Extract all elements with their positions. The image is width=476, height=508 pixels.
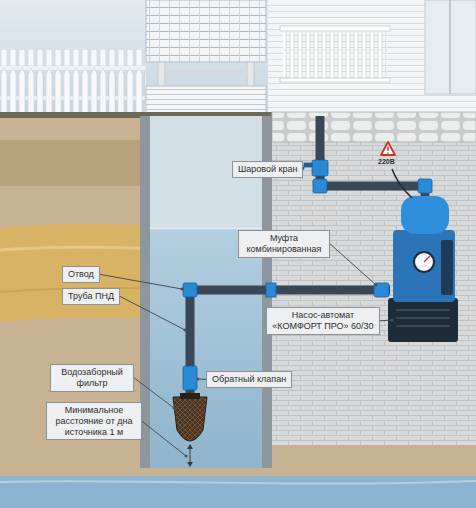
leader-dot bbox=[173, 407, 176, 410]
groundwater bbox=[0, 476, 476, 508]
callout-box: Водозаборный фильтр bbox=[50, 364, 134, 392]
callout-text: Муфта комбинированная bbox=[244, 233, 324, 255]
callout-text: Шаровой кран bbox=[238, 164, 297, 175]
callout-text: Обратный клапан bbox=[212, 374, 286, 385]
house bbox=[268, 0, 476, 118]
fittings bbox=[312, 160, 328, 176]
leader-line bbox=[142, 421, 186, 456]
pump bbox=[396, 317, 450, 319]
pump bbox=[424, 256, 430, 262]
pipes bbox=[190, 290, 390, 398]
distance-arrows bbox=[187, 444, 193, 467]
power-sign bbox=[392, 169, 412, 198]
brick-wall bbox=[272, 112, 476, 142]
fittings bbox=[418, 179, 432, 193]
sky bbox=[0, 0, 476, 120]
leader-line bbox=[330, 244, 376, 285]
distance-arrows bbox=[187, 462, 193, 467]
callout-text: Насос-автомат «КОМФОРТ ПРО» 60/30 bbox=[272, 310, 374, 332]
soil bbox=[0, 112, 476, 508]
callout-text: Отвод bbox=[68, 269, 94, 280]
callout-box: Муфта комбинированная bbox=[238, 230, 330, 258]
fittings bbox=[266, 283, 276, 297]
fittings bbox=[304, 163, 312, 167]
power-sign bbox=[381, 142, 412, 198]
pump bbox=[388, 298, 458, 342]
groundwater bbox=[0, 476, 476, 508]
leader-dot bbox=[181, 288, 184, 291]
fittings bbox=[374, 283, 389, 297]
water-filter bbox=[173, 397, 207, 441]
fittings bbox=[183, 366, 197, 390]
callout-box: Обратный клапан bbox=[206, 371, 292, 388]
well-house bbox=[146, 0, 266, 62]
callout-box: Насос-автомат «КОМФОРТ ПРО» 60/30 bbox=[266, 307, 380, 335]
sky bbox=[0, 0, 476, 120]
water-filter bbox=[173, 393, 207, 441]
leader-line bbox=[120, 296, 185, 330]
house bbox=[268, 0, 476, 118]
pump bbox=[441, 240, 453, 295]
fence bbox=[0, 50, 146, 116]
fence bbox=[0, 50, 146, 116]
well-house bbox=[158, 62, 165, 88]
callout-box: Шаровой кран bbox=[232, 161, 303, 178]
voltage-label: 220В bbox=[378, 158, 395, 165]
leader-line bbox=[380, 320, 392, 322]
leader-dot bbox=[391, 319, 394, 322]
water-filter bbox=[180, 393, 200, 399]
pump bbox=[396, 325, 450, 327]
well-shaft bbox=[150, 228, 262, 468]
pipes bbox=[320, 116, 425, 200]
callout-box: Труба ПНД bbox=[62, 288, 120, 305]
house bbox=[449, 0, 451, 94]
pump bbox=[414, 252, 434, 272]
fittings bbox=[266, 179, 276, 193]
well-house bbox=[146, 0, 266, 118]
house bbox=[425, 0, 476, 94]
power-sign bbox=[387, 147, 388, 152]
fittings bbox=[183, 283, 197, 297]
groundwater bbox=[0, 481, 476, 484]
leader-dot bbox=[197, 378, 200, 381]
pipes bbox=[190, 116, 425, 398]
leader-line bbox=[100, 274, 182, 289]
pump bbox=[388, 196, 458, 342]
well-house bbox=[247, 62, 254, 88]
callout-box: Отвод bbox=[62, 266, 100, 283]
leader-dot bbox=[185, 455, 188, 458]
power-sign bbox=[381, 142, 395, 155]
fittings bbox=[313, 179, 327, 193]
power-sign bbox=[387, 152, 389, 154]
pump bbox=[401, 196, 449, 234]
distance-arrows bbox=[190, 449, 191, 462]
callout-text: Водозаборный фильтр bbox=[56, 367, 128, 389]
house bbox=[280, 26, 390, 31]
leader-dot bbox=[184, 329, 187, 332]
house bbox=[280, 78, 390, 82]
callout-text: Труба ПНД bbox=[68, 291, 114, 302]
soil bbox=[0, 116, 476, 508]
distance-arrows bbox=[187, 444, 193, 449]
leader-dot bbox=[375, 284, 378, 287]
callout-box: Минимальное расстояние от дна источника … bbox=[46, 402, 142, 440]
callout-text: Минимальное расстояние от дна источника … bbox=[52, 405, 136, 437]
house bbox=[283, 30, 387, 80]
well-house bbox=[165, 70, 247, 74]
pump bbox=[393, 230, 455, 302]
pump bbox=[396, 309, 450, 311]
